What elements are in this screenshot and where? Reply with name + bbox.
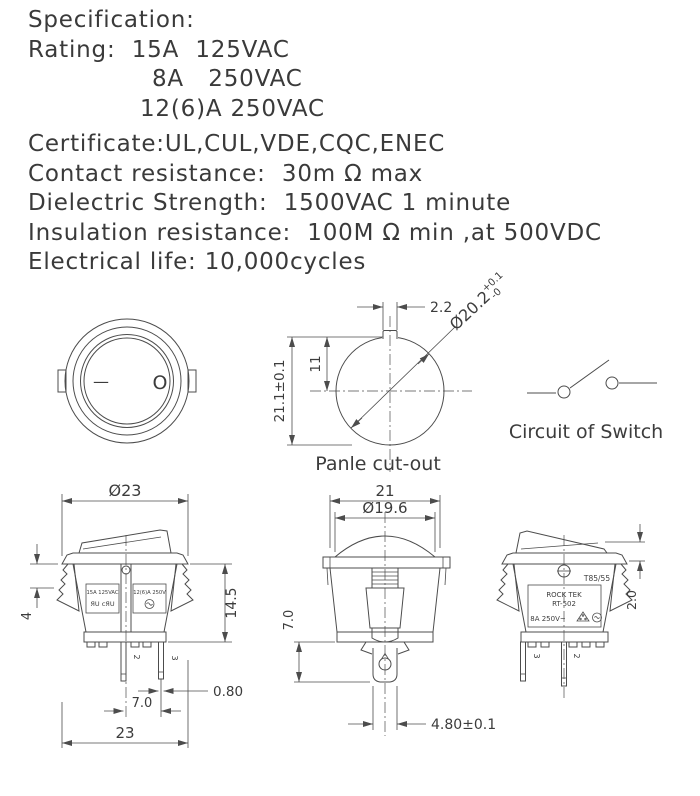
- base-front: [336, 631, 434, 643]
- dim-actuator-diameter: Ø19.6: [362, 499, 407, 517]
- center-terminal: [372, 648, 398, 683]
- specification-text: Specification: Rating: 15A 125VAC 8A 250…: [28, 6, 602, 278]
- cert-logo-icon: [144, 599, 155, 609]
- spec-line-rating: Rating: 15A 125VAC: [28, 36, 290, 63]
- dim-terminal-length: 7.0: [282, 610, 297, 631]
- body-wall-left-front: [329, 567, 338, 633]
- terminal-hole: [378, 657, 392, 671]
- rocker-outline-right: [515, 530, 608, 554]
- body-wall-left: [72, 563, 87, 633]
- dim-snap-depth: 4: [20, 612, 35, 620]
- base-outline: [83, 631, 167, 643]
- front-view-drawing: — O: [57, 318, 197, 444]
- side-view-right: T85/55 ROCK TEK RT-502 8A 250V~ 3 2: [496, 524, 645, 700]
- panel-cutout-drawing: 21.1±0.1 11 2.2 Ø20.2 +0.1 -0 Panle cut-…: [272, 270, 505, 475]
- cqc-logo-icon: [592, 612, 602, 623]
- circuit-terminal-left: [557, 385, 571, 399]
- rating-marking: 8A 250V~: [530, 615, 566, 623]
- actuator-circle: [83, 337, 171, 425]
- dim-rocker-height: 2.0: [624, 590, 639, 610]
- body-wall-right-front: [432, 567, 441, 633]
- snap-wing-right-r: [609, 563, 633, 612]
- pin-terminal-3: [158, 641, 164, 680]
- pivot-circle: [121, 565, 131, 575]
- circuit-lever: [569, 359, 610, 389]
- mount-tab-left: [57, 369, 67, 393]
- front-view-bottom: 21 Ø19.6 7.0 4.80±0.1: [282, 482, 496, 736]
- spec-line-insulation: Insulation resistance: 100M Ω min ,at 50…: [28, 219, 602, 246]
- dim-cutout-offset: 11: [308, 355, 324, 372]
- mount-tab-right: [187, 369, 197, 393]
- spec-line-title: Specification:: [28, 7, 195, 33]
- marking-panel-left: [85, 583, 120, 614]
- brand-label-box: [527, 584, 602, 628]
- ul-recognized-mark: ЯU cЯU: [90, 600, 114, 608]
- pin-terminal-3-r: [520, 641, 526, 682]
- panel-cutout-title: Panle cut-out: [315, 453, 441, 475]
- circuit-title: Circuit of Switch: [509, 421, 663, 443]
- dome-actuator: [334, 535, 436, 558]
- dim-cutout-height: 21.1±0.1: [272, 360, 288, 423]
- pin-terminal-2: [120, 641, 127, 682]
- body-wall-left-r: [512, 563, 527, 633]
- model-number: RT-502: [552, 600, 576, 608]
- dim-pin-pitch: 7.0: [132, 696, 153, 711]
- actuator-rim-circle: [80, 334, 174, 428]
- circuit-terminal-right: [605, 376, 619, 390]
- base-outline-r: [520, 631, 609, 643]
- snap-wing-left-r: [496, 563, 520, 612]
- spec-line-certificate: Certificate:UL,CUL,VDE,CQC,ENEC: [28, 131, 446, 157]
- pin-terminal-2-r: [561, 641, 567, 687]
- spec-line-rating3: 12(6)A 250VAC: [140, 95, 325, 122]
- circuit-diagram: Circuit of Switch: [509, 359, 663, 443]
- marking-rating-left: 15A 125VAC: [87, 590, 119, 596]
- brand-name: ROCK TEK: [546, 591, 582, 599]
- spec-line-electrical-life: Electrical life: 10,000cycles: [28, 249, 367, 275]
- side-view-left: 15A 125VAC ЯU cЯU 12(6)A 250V 2 3 Ø23: [20, 481, 243, 748]
- pin-label-3-r: 3: [532, 653, 541, 658]
- dim-body-height: 14.5: [224, 587, 240, 618]
- dim-overall-width: 23: [115, 724, 134, 742]
- dim-front-width: 21: [375, 482, 394, 500]
- dim-pin-thickness: 0.80: [213, 684, 243, 700]
- off-marking: O: [153, 372, 168, 394]
- dim-flange-diameter: Ø23: [109, 481, 142, 500]
- pin-label-3: 3: [170, 655, 179, 660]
- vde-logo-icon: [576, 611, 590, 622]
- spec-line-dielectric: Dielectric Strength: 1500VAC 1 minute: [28, 190, 512, 216]
- dim-notch-width: 2.2: [430, 300, 452, 316]
- snap-wing-right: [170, 563, 194, 612]
- body-wall-right: [163, 563, 178, 633]
- pin-label-2: 2: [132, 654, 141, 659]
- marking-panel-right: [132, 583, 167, 614]
- dim-terminal-width: 4.80±0.1: [431, 717, 496, 733]
- spec-line-contact-resistance: Contact resistance: 30m Ω max: [28, 160, 424, 187]
- plunger: [365, 587, 405, 629]
- marking-rating-right: 12(6)A 250V: [133, 590, 166, 596]
- bezel-inner-circle: [72, 326, 182, 436]
- flange-front: [322, 556, 451, 569]
- temp-rating-text: T85/55: [583, 574, 610, 583]
- bezel-outer-circle: [64, 318, 190, 444]
- pin-label-2-r: 2: [572, 653, 581, 658]
- rocker-outline: [78, 529, 172, 554]
- spec-line-rating2: 8A 250VAC: [152, 66, 303, 92]
- flange-outline: [61, 552, 189, 565]
- on-marking: —: [93, 372, 109, 391]
- snap-wing-left: [56, 563, 80, 612]
- body-wall-right-r: [602, 563, 617, 633]
- flange-outline-right: [501, 552, 628, 565]
